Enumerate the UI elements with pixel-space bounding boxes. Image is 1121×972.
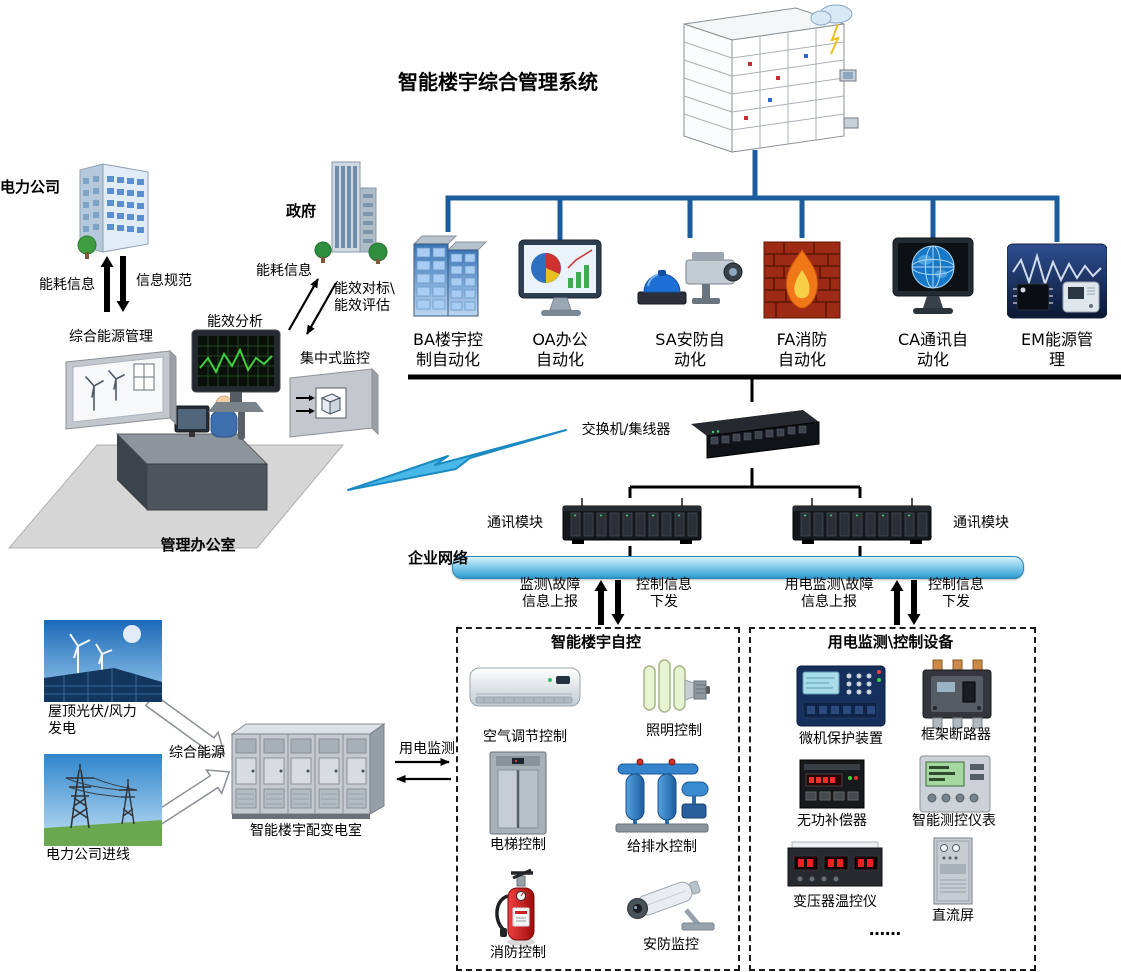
monitor-report-label: 监测\故障 信息上报 xyxy=(519,577,581,611)
integrated-energy-arrows xyxy=(144,693,231,829)
control-down-right-label: 控制信息 下发 xyxy=(928,577,984,611)
power-company-exchange-arrows xyxy=(100,256,130,312)
power-devices-box xyxy=(749,627,1036,971)
control-down-left-label: 控制信息 下发 xyxy=(636,577,692,611)
cctv-camera-icon xyxy=(618,866,718,934)
sun-glare xyxy=(123,625,141,643)
utility-line-label: 电力公司进线 xyxy=(46,847,130,863)
dc-panel-icon xyxy=(926,836,980,908)
chair xyxy=(238,406,245,440)
building-auto-title: 智能楼宇自控 xyxy=(550,633,641,651)
efficiency-analysis-label: 能效分析 xyxy=(207,314,263,330)
elevator-control-label: 电梯控制 xyxy=(490,837,546,853)
water-control-label: 给排水控制 xyxy=(627,839,697,855)
oa-subsystem-label: OA办公 自动化 xyxy=(532,330,588,369)
benchmark-label: 能效对标\ 能效评估 xyxy=(334,281,395,315)
protection-relay-label: 微机保护装置 xyxy=(799,731,883,747)
ba-subsystem-label: BA楼宇控 制自动化 xyxy=(413,330,483,369)
transformer-thermostat-icon xyxy=(786,840,884,892)
pv-wind-photo xyxy=(44,620,162,702)
energy-management-label: 综合能源管理 xyxy=(69,329,153,345)
power-company-building-icon xyxy=(70,156,156,260)
protection-relay-icon xyxy=(795,664,887,730)
devices-ellipsis: …… xyxy=(869,920,901,939)
em-subsystem-label: EM能源管 理 xyxy=(1021,330,1093,369)
tree-icon xyxy=(77,235,97,255)
power-monitoring-label: 用电监测 xyxy=(399,741,455,757)
air-conditioner-icon xyxy=(468,664,584,718)
office-label: 管理办公室 xyxy=(160,536,236,554)
fire-extinguisher-icon xyxy=(492,864,550,950)
circuit-breaker-icon xyxy=(913,658,999,730)
building-auto-box xyxy=(456,627,740,971)
wind-turbine-icon xyxy=(69,633,113,678)
info-standard-label: 信息规范 xyxy=(136,273,192,289)
power-company-label: 电力公司 xyxy=(0,178,61,196)
lighting-control-label: 照明控制 xyxy=(646,723,702,739)
smart-meter-label: 智能测控仪表 xyxy=(912,813,996,829)
switchgear-icon xyxy=(226,712,394,822)
transmission-tower-icon xyxy=(66,764,94,829)
switch-link-lines xyxy=(628,379,862,557)
enterprise-network-bar xyxy=(452,556,1024,579)
dc-panel-label: 直流屏 xyxy=(932,908,974,924)
network-switch-icon xyxy=(683,400,823,470)
fire-control-label: 消防控制 xyxy=(490,945,546,961)
government-label: 政府 xyxy=(285,202,316,220)
sa-subsystem-label: SA安防自 动化 xyxy=(655,330,725,369)
ba-server-towers-icon xyxy=(406,232,490,324)
transformer-thermostat-label: 变压器温控仪 xyxy=(793,894,877,910)
sa-siren-camera-icon xyxy=(636,236,744,322)
reactive-compensator-label: 无功补偿器 xyxy=(797,813,867,829)
government-exchange-arrows xyxy=(288,278,337,335)
cloud-icon xyxy=(810,4,853,26)
ca-globe-monitor-icon xyxy=(885,236,981,320)
building-wireframe-icon xyxy=(648,0,863,158)
government-building-icon xyxy=(312,158,388,264)
pv-wind-label: 屋顶光伏/风力 发电 xyxy=(48,704,137,738)
oa-chart-monitor-icon xyxy=(513,238,608,322)
tree-icon xyxy=(314,241,332,259)
tree-icon xyxy=(368,242,388,262)
central-monitoring-board-icon xyxy=(280,364,382,452)
efficiency-analysis-monitor-icon xyxy=(186,328,286,422)
reactive-compensator-icon xyxy=(798,756,866,812)
switch-label: 交换机/集线器 xyxy=(581,422,671,438)
circuit-breaker-label: 框架断路器 xyxy=(921,727,991,743)
power-devices-title: 用电监测\控制设备 xyxy=(827,633,954,651)
substation-label: 智能楼宇配变电室 xyxy=(250,823,362,839)
em-energy-module-icon xyxy=(1007,242,1107,320)
smart-meter-icon xyxy=(918,754,992,814)
power-monitoring-arrows xyxy=(395,758,451,783)
comm-module-left-icon xyxy=(562,496,702,548)
wind-turbine-icon xyxy=(85,370,125,411)
elevator-icon xyxy=(486,748,550,838)
ca-subsystem-label: CA通讯自 动化 xyxy=(897,330,969,369)
desk-monitor xyxy=(174,405,210,437)
enterprise-network-label: 企业网络 xyxy=(407,549,468,567)
energy-info-gov-label: 能耗信息 xyxy=(256,263,312,279)
page-title: 智能楼宇综合管理系统 xyxy=(398,70,598,94)
fa-subsystem-label: FA消防 自动化 xyxy=(776,330,828,369)
security-monitor-label: 安防监控 xyxy=(643,937,699,953)
ac-control-label: 空气调节控制 xyxy=(483,729,567,745)
comm-module-right-label: 通讯模块 xyxy=(953,515,1009,531)
comm-module-right-icon xyxy=(792,496,932,548)
integrated-energy-label: 综合能源 xyxy=(169,745,225,761)
report-control-arrows xyxy=(594,580,921,625)
water-pump-icon xyxy=(610,754,714,838)
transmission-tower-icon xyxy=(119,779,137,825)
fa-firewall-flame-icon xyxy=(762,236,842,322)
subsystem-tree-lines xyxy=(445,150,1060,242)
cfl-bulb-icon xyxy=(636,656,712,724)
power-monitor-report-label: 用电监测\故障 信息上报 xyxy=(784,577,874,611)
comm-module-left-label: 通讯模块 xyxy=(487,515,543,531)
cube-icon xyxy=(320,393,342,415)
energy-info-label: 能耗信息 xyxy=(39,277,95,293)
utility-towers-photo xyxy=(44,754,162,846)
central-monitoring-label: 集中式监控 xyxy=(300,351,370,367)
energy-management-board-icon xyxy=(58,346,182,440)
